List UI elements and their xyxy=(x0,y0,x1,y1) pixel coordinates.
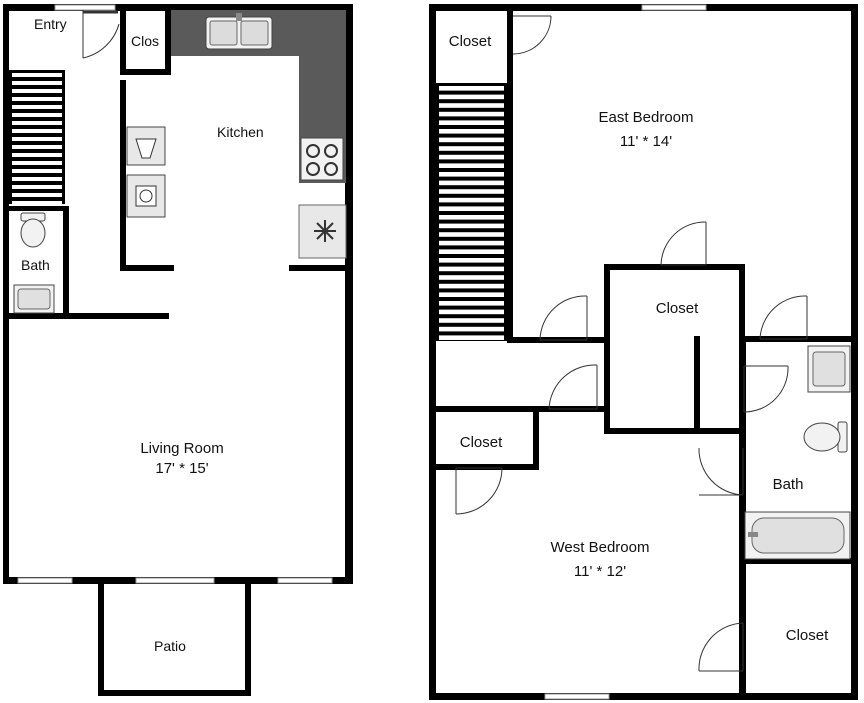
stair-tread xyxy=(12,153,62,157)
stair-tread xyxy=(12,193,62,197)
east-bedroom-size: 11' * 14' xyxy=(620,133,672,150)
stove-icon xyxy=(300,137,344,181)
closet-west-label: Closet xyxy=(460,434,503,451)
closet-se-label: Closet xyxy=(786,627,829,644)
washer-icon xyxy=(126,126,166,166)
stair-tread xyxy=(12,73,62,77)
stair-tread xyxy=(439,146,504,151)
stair-tread xyxy=(439,240,504,246)
stair-tread xyxy=(439,86,504,91)
stair-tread xyxy=(439,197,504,203)
toilet-icon xyxy=(20,212,46,248)
door-swing-icon xyxy=(82,10,120,59)
stair-tread xyxy=(439,232,504,237)
stair-tread xyxy=(12,105,62,109)
stair-tread xyxy=(12,185,62,189)
stair-tread xyxy=(439,223,504,229)
stair-tread xyxy=(439,215,504,220)
window-icon xyxy=(17,4,333,584)
bath-upper-label: Bath xyxy=(773,476,804,493)
patio-label: Patio xyxy=(154,638,186,654)
stair-tread xyxy=(439,154,504,160)
stair-tread xyxy=(439,189,504,194)
stairs-icon xyxy=(436,83,507,341)
stair-tread xyxy=(439,111,504,117)
stair-tread xyxy=(439,309,504,315)
stair-tread xyxy=(12,161,62,165)
stair-tread xyxy=(439,258,504,263)
stair-tread xyxy=(12,121,62,125)
kitchen-label: Kitchen xyxy=(217,124,264,140)
patio-outline xyxy=(98,578,251,696)
sink-icon xyxy=(205,13,273,50)
stair-tread xyxy=(12,201,62,205)
west-bedroom-label: West Bedroom xyxy=(551,539,650,556)
stair-tread xyxy=(439,326,504,332)
closet-label: Clos xyxy=(131,33,159,49)
stair-tread xyxy=(439,172,504,177)
living-room-label: Living Room xyxy=(140,440,223,457)
stair-tread xyxy=(12,177,62,181)
stair-tread xyxy=(439,283,504,289)
stair-tread xyxy=(12,97,62,101)
stair-tread xyxy=(12,89,62,93)
stair-tread xyxy=(439,180,504,186)
toilet-icon xyxy=(803,421,848,453)
stair-tread xyxy=(439,94,504,100)
stair-tread xyxy=(12,169,62,173)
stair-tread xyxy=(439,301,504,306)
sink-icon xyxy=(807,345,851,393)
entry-label: Entry xyxy=(34,16,67,32)
stair-tread xyxy=(439,129,504,134)
living-room-size: 17' * 15' xyxy=(155,460,208,477)
stair-tread xyxy=(12,129,62,133)
closet-nw-label: Closet xyxy=(449,33,492,50)
stair-tread xyxy=(12,81,62,85)
stair-tread xyxy=(439,120,504,125)
stair-tread xyxy=(439,137,504,143)
stair-tread xyxy=(439,206,504,211)
stair-tread xyxy=(12,145,62,149)
stair-tread xyxy=(439,266,504,272)
stair-tread xyxy=(439,318,504,323)
stair-tread xyxy=(439,335,504,340)
stair-tread xyxy=(439,163,504,168)
second-floor: Closet East Bedroom 11' * 14' Closet Clo… xyxy=(429,4,858,700)
west-bedroom-size: 11' * 12' xyxy=(574,563,626,580)
stair-tread xyxy=(439,103,504,108)
closet-center-label: Closet xyxy=(656,300,699,317)
stair-tread xyxy=(12,113,62,117)
stair-tread xyxy=(12,137,62,141)
east-bedroom-label: East Bedroom xyxy=(598,109,693,126)
stair-tread xyxy=(439,292,504,297)
bathtub-icon xyxy=(744,511,851,560)
bath-label: Bath xyxy=(21,257,50,273)
stair-tread xyxy=(439,275,504,280)
window-icon xyxy=(544,4,707,700)
stairs-icon xyxy=(9,70,65,205)
refrigerator-icon xyxy=(298,204,347,259)
stair-tread xyxy=(439,249,504,254)
first-floor: Entry Clos Kitchen Bath Living Room 17' … xyxy=(3,4,353,696)
door-swing-icon xyxy=(455,15,808,672)
sink-icon xyxy=(13,284,55,314)
dryer-icon xyxy=(126,174,166,218)
